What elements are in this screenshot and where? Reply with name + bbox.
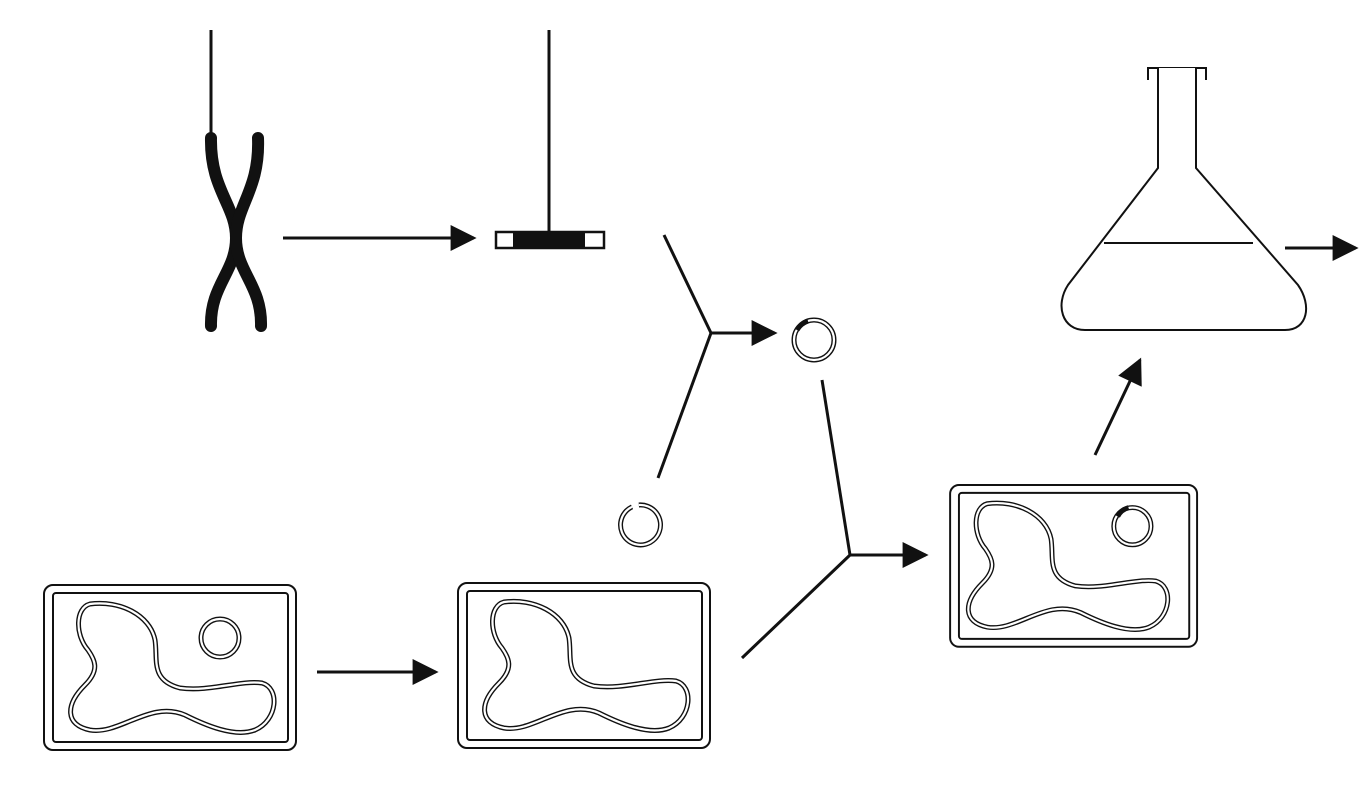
transformed-cell [949, 484, 1199, 648]
recombinant-plasmid [791, 317, 837, 363]
bacterial-cell-host [457, 582, 711, 749]
cut-plasmid-vector [618, 502, 664, 548]
gene-fragment [494, 30, 606, 250]
arrow-culture [1093, 357, 1142, 456]
transformation-join [740, 379, 929, 660]
bacterial-cell-with-plasmid [43, 584, 297, 751]
culture-flask-icon [1060, 67, 1307, 331]
ligation-join [656, 234, 778, 479]
chromosome [204, 30, 268, 332]
